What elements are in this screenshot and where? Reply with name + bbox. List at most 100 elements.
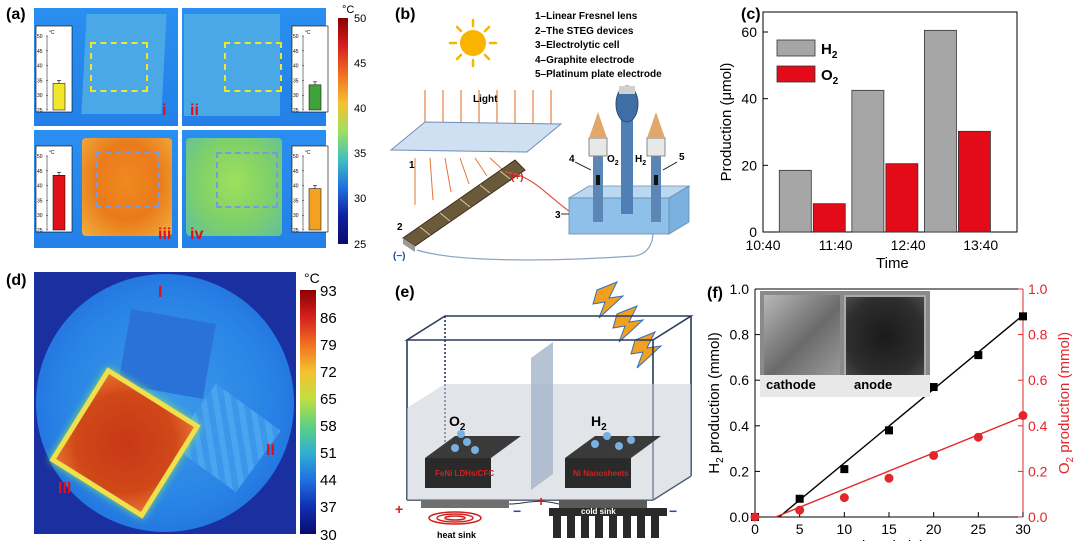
steg-setup-diagram: 1 2 3 4 5 O2 H2 Light (+) (−): [389, 18, 691, 262]
bar-O2-12:40: [885, 163, 919, 233]
fit-line-O2: [775, 416, 1024, 518]
inset-tick-label: 40: [293, 64, 299, 70]
electrolyzer-diagram: O2 H2 FeNi LDHs/CFC Ni Nanosheets heat s…: [395, 281, 694, 540]
bar-H2-12:40: [851, 89, 885, 233]
left-y-tick-label: 0.0: [730, 509, 750, 525]
h2-chamber-label: H2: [591, 413, 607, 433]
point-O2: [1018, 411, 1028, 421]
right-y-tick-label: 0.8: [1028, 327, 1048, 343]
inset-tick-label: 40: [37, 184, 43, 190]
colorbar-tick-label: 25: [354, 238, 367, 251]
colorbar-tick-label: 65: [320, 390, 337, 408]
membrane: [531, 342, 553, 490]
x-tick-label: 13:40: [963, 237, 998, 253]
inset-tick-label: 30: [293, 93, 299, 99]
point-H2: [1019, 312, 1027, 321]
left-electrode-label: FeNi LDHs/CFC: [435, 469, 494, 478]
bar-H2-11:40: [778, 169, 812, 233]
anode-label: anode: [854, 377, 893, 392]
right-y-tick-label: 0.6: [1028, 372, 1048, 388]
point-O2: [795, 505, 805, 515]
inset-tick-label: 50: [37, 34, 43, 40]
left-electrode: [425, 430, 521, 488]
left-y-tick-label: 0.2: [730, 463, 750, 479]
point-H2: [929, 383, 938, 392]
colorbar-tick-label: 37: [320, 499, 337, 517]
callout-4: 4: [569, 154, 575, 165]
x-axis-label: Time: [876, 255, 909, 272]
colorbar-tick-label: 30: [354, 193, 367, 206]
cold-minus-sign: −: [669, 503, 677, 519]
roman-label-i: i: [162, 102, 167, 119]
inset-tick-label: 50: [37, 154, 43, 160]
electrolytic-cell: [567, 85, 691, 235]
steg-devices: [402, 159, 526, 252]
left-y-axis-label: H2 production (mmol): [706, 332, 726, 473]
right-y-tick-label: 0.0: [1028, 509, 1048, 525]
inset-bar-iv: [308, 188, 322, 231]
legend-swatch-H2: [776, 39, 816, 57]
y-tick-label: 20: [741, 157, 757, 173]
panel-f-label: (f): [707, 285, 723, 302]
inset-tick-label: 35: [37, 198, 43, 204]
colorbar-tick-label: 35: [354, 148, 367, 161]
point-O2: [973, 432, 983, 442]
roman-label-iv: iv: [190, 226, 204, 243]
legend-label-O2: O2: [821, 67, 839, 87]
x-tick-label: 20: [926, 521, 942, 537]
inset-unit: °C: [305, 150, 311, 156]
colorbar-tick-label: 86: [320, 309, 337, 327]
colorbar-tick-label: 72: [320, 363, 337, 381]
region-label-iii: III: [58, 480, 72, 497]
right-electrode: [565, 432, 661, 488]
x-tick-label: 0: [751, 521, 759, 537]
panel-b-label: (b): [395, 6, 416, 23]
colorbar-tick-label: 44: [320, 472, 337, 490]
fresnel-lens: [389, 121, 563, 153]
inset-tick-label: 25: [293, 228, 299, 234]
bar-O2-11:40: [812, 203, 846, 233]
panel-d-colorbar: [300, 290, 316, 534]
plus-terminal-label: (+): [511, 172, 524, 183]
inset-tick-label: 30: [37, 93, 43, 99]
heat-sink-label: heat sink: [437, 530, 477, 540]
colorbar-tick-label: 79: [320, 336, 337, 354]
left-y-tick-label: 0.4: [730, 418, 750, 434]
callout-2: 2: [397, 222, 403, 233]
x-tick-label: 5: [796, 521, 804, 537]
inset-bar-ii: [308, 84, 322, 111]
right-y-tick-label: 1.0: [1028, 281, 1048, 297]
inset-unit: °C: [305, 30, 311, 36]
panel-d-thermal-image: I II III: [34, 272, 296, 534]
inset-bar-i: [52, 83, 66, 111]
lightning-icon: [592, 281, 663, 369]
right-electrode-label: Ni Nanosheets: [573, 469, 629, 478]
inset-bar-charts: °C504540353025°C504540353025°C5045403530…: [35, 25, 329, 234]
colorbar-tick-label: 45: [354, 57, 367, 70]
inset-tick-label: 25: [293, 108, 299, 114]
colorbar-tick-label: 58: [320, 418, 337, 436]
o2-label: O2: [607, 154, 619, 167]
x-tick-label: 11:40: [819, 237, 853, 253]
point-O2: [929, 450, 939, 460]
point-H2: [840, 465, 849, 474]
inset-tick-label: 45: [293, 169, 299, 175]
panel-c-label: (c): [741, 6, 761, 23]
inset-tick-label: 25: [37, 108, 43, 114]
colorbar-tick-label: 93: [320, 282, 337, 300]
inset-tick-label: 45: [37, 169, 43, 175]
right-y-tick-label: 0.2: [1028, 463, 1048, 479]
callout-5: 5: [679, 152, 685, 163]
bar-O2-13:40: [958, 130, 991, 233]
cold-sink-label: cold sink: [581, 507, 616, 516]
y-tick-label: 60: [741, 24, 757, 40]
right-y-tick-label: 0.4: [1028, 418, 1048, 434]
y-axis-label: Production (μmol): [718, 63, 735, 182]
